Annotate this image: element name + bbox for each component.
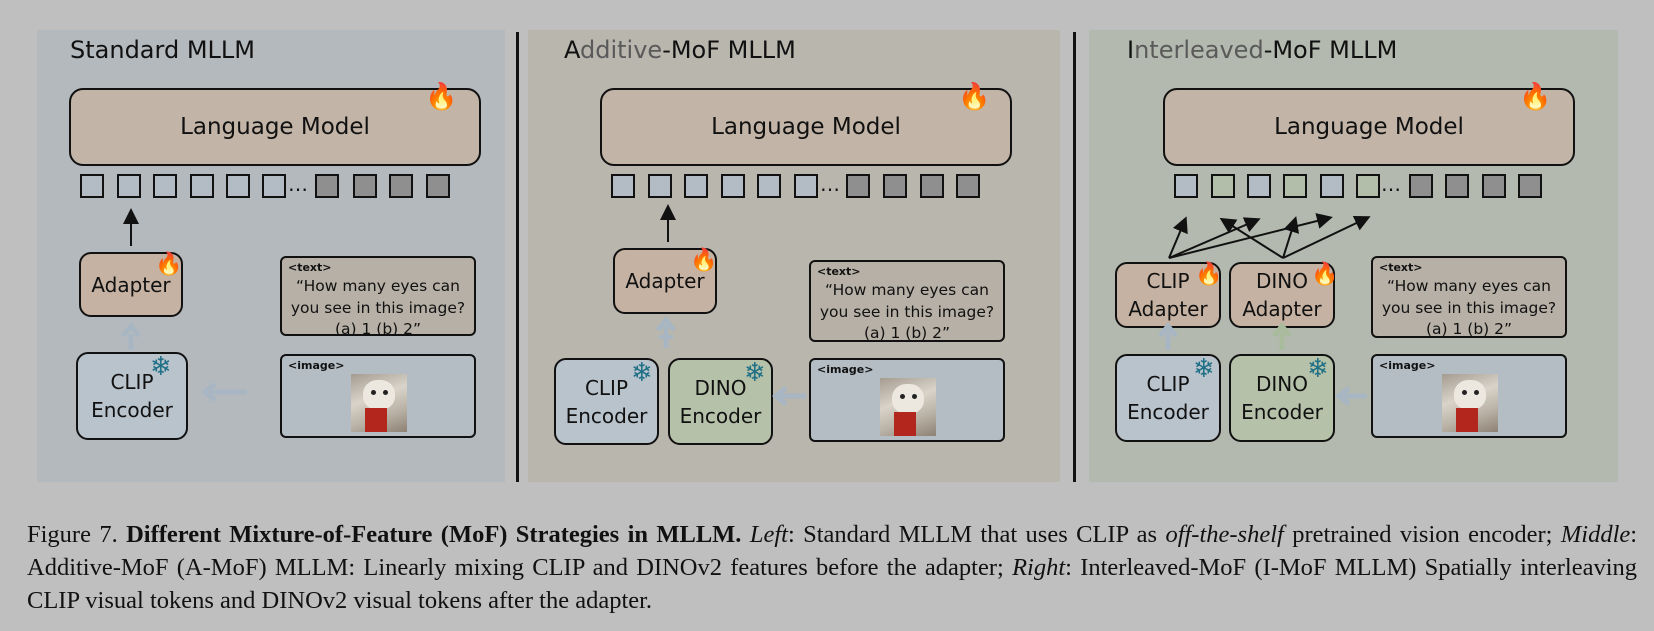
interleaved-arrows [1158, 213, 1371, 406]
fire-icon: 🔥 [958, 82, 991, 112]
fire-icon: 🔥 [1311, 262, 1339, 287]
fire-icon: 🔥 [1519, 82, 1552, 112]
left-italic: off-the-shelf [1165, 521, 1284, 548]
right-label: Right [1012, 554, 1066, 581]
clip-visual-token [1174, 174, 1198, 198]
clip-visual-token [1320, 174, 1344, 198]
dino-visual-token [1283, 174, 1307, 198]
additive-arrows [656, 204, 806, 406]
text-token [426, 174, 450, 198]
text-token [956, 174, 980, 198]
cat-photo [1442, 374, 1498, 432]
image-input-box: <image> [280, 354, 476, 438]
adapter-box: Adapter [613, 248, 717, 314]
right-text: : Interleaved-MoF (I-MoF MLLM) Spatially… [27, 554, 1638, 614]
middle-label: Middle [1560, 521, 1631, 548]
text-token [389, 174, 413, 198]
visual-token [117, 174, 141, 198]
image-input-box: <image> [809, 358, 1005, 442]
left-text-a: : Standard MLLM that uses CLIP as [787, 521, 1158, 548]
text-token [846, 174, 870, 198]
visual-token [794, 174, 818, 198]
dino-visual-token [1356, 174, 1380, 198]
visual-token [648, 174, 672, 198]
visual-token [611, 174, 635, 198]
adapter-box: Adapter [79, 252, 183, 317]
left-text-b: pretrained vision encoder; [1292, 521, 1553, 548]
ellipsis: … [1381, 172, 1402, 196]
fire-icon: 🔥 [425, 82, 458, 112]
cat-photo [351, 374, 407, 432]
visual-token [226, 174, 250, 198]
panel-title: Standard MLLM [70, 36, 255, 64]
middle-text: : Additive-MoF (A-MoF) MLLM: Linearly mi… [27, 521, 1638, 581]
visual-token [80, 174, 104, 198]
visual-token [757, 174, 781, 198]
ellipsis: … [288, 172, 309, 196]
snowflake-icon: ❄ [1193, 354, 1215, 384]
text-token [1518, 174, 1542, 198]
visual-token [262, 174, 286, 198]
language-model-box: Language Model [69, 88, 481, 166]
fire-icon: 🔥 [155, 252, 183, 277]
snowflake-icon: ❄ [150, 352, 172, 382]
language-model-box: Language Model [600, 88, 1012, 166]
snowflake-icon: ❄ [1307, 354, 1329, 384]
panel-title: Interleaved-MoF MLLM [1127, 36, 1398, 64]
visual-token [190, 174, 214, 198]
figure-number: Figure 7. [27, 521, 118, 548]
visual-token [153, 174, 177, 198]
text-token [883, 174, 907, 198]
caption-title: Different Mixture-of-Feature (MoF) Strat… [126, 521, 742, 548]
ellipsis: … [820, 172, 841, 196]
image-input-box: <image> [1371, 354, 1567, 438]
visual-token [684, 174, 708, 198]
snowflake-icon: ❄ [744, 358, 766, 388]
clip-visual-token [1247, 174, 1271, 198]
interleaved-mof-panel: Interleaved-MoF MLLM Language Model 🔥 … … [1089, 30, 1618, 482]
snowflake-icon: ❄ [631, 358, 653, 388]
panel-divider [516, 32, 519, 482]
text-token [353, 174, 377, 198]
fire-icon: 🔥 [1195, 262, 1223, 287]
additive-mof-panel: Additive-MoF MLLM Language Model 🔥 … Ada… [528, 30, 1060, 482]
text-token [1482, 174, 1506, 198]
fire-icon: 🔥 [690, 248, 718, 273]
left-label: Left [749, 521, 788, 548]
language-model-box: Language Model [1163, 88, 1575, 166]
cat-photo [880, 378, 936, 436]
visual-token [721, 174, 745, 198]
standard-arrows [121, 208, 247, 402]
text-token [920, 174, 944, 198]
text-token [1445, 174, 1469, 198]
figure-caption: Figure 7. Different Mixture-of-Feature (… [27, 518, 1637, 617]
text-token [1409, 174, 1433, 198]
panel-title: Additive-MoF MLLM [564, 36, 796, 64]
panel-divider [1073, 32, 1076, 482]
dino-visual-token [1211, 174, 1235, 198]
text-token [315, 174, 339, 198]
standard-mllm-panel: Standard MLLM Language Model 🔥 … Adapter… [37, 30, 505, 482]
